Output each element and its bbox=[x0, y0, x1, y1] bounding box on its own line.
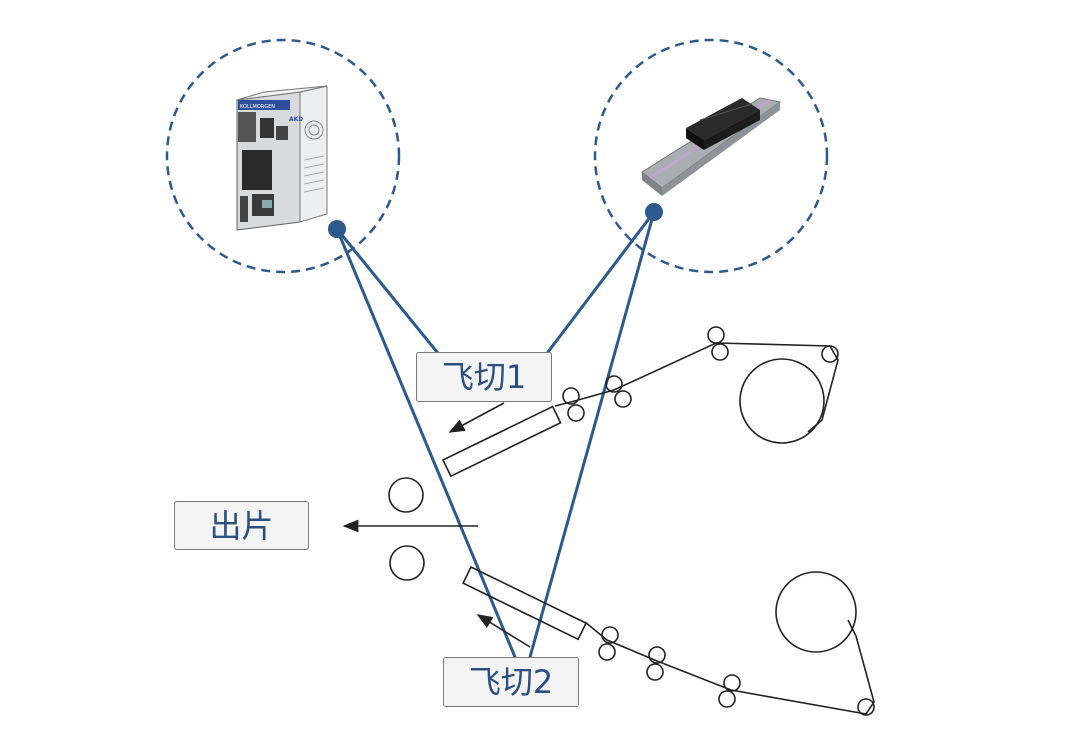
upper-roller bbox=[707, 326, 725, 344]
motor-callout-circle bbox=[593, 38, 829, 274]
upper-roller bbox=[567, 404, 585, 422]
drive-to-cut1-line bbox=[335, 227, 439, 354]
output-roller-top bbox=[388, 477, 424, 513]
flying-cut-2-label: 飞切2 bbox=[443, 657, 579, 707]
machine-line-art bbox=[388, 326, 875, 716]
lower-roller bbox=[723, 674, 741, 692]
upper-blade-arrow bbox=[448, 402, 505, 433]
drive-brand-label: KOLLMORGEN bbox=[240, 104, 275, 110]
upper-roller bbox=[562, 387, 580, 405]
output-roller-bottom bbox=[389, 545, 425, 581]
flying-cut-1-label: 飞切1 bbox=[416, 352, 552, 402]
connector-lines bbox=[335, 210, 656, 659]
drive-callout-circle bbox=[165, 38, 401, 274]
motor-to-cut1-line bbox=[546, 210, 656, 354]
lower-web-path bbox=[584, 619, 875, 715]
upper-cutter-blade bbox=[441, 405, 562, 478]
servo-drive-icon: KOLLMORGEN AKD bbox=[236, 85, 328, 231]
drive-to-cut2-line bbox=[335, 227, 517, 659]
direction-arrows bbox=[342, 402, 531, 648]
upper-roller bbox=[605, 375, 623, 393]
upper-unwind-roll bbox=[739, 358, 825, 444]
output-label: 出片 bbox=[174, 501, 309, 550]
linear-motor-icon bbox=[641, 97, 782, 196]
lower-roller bbox=[646, 663, 664, 681]
motor-to-cut2-line bbox=[528, 210, 656, 659]
lower-roller bbox=[598, 643, 616, 661]
lower-cutter-blade bbox=[462, 565, 588, 641]
upper-roller bbox=[711, 343, 729, 361]
motor-connector-dot bbox=[645, 203, 663, 221]
lower-roller bbox=[648, 646, 666, 664]
lower-blade-arrow bbox=[476, 614, 531, 648]
drive-connector-dot bbox=[328, 220, 346, 238]
upper-roller bbox=[614, 390, 632, 408]
lower-unwind-roll bbox=[775, 571, 857, 653]
lower-roller bbox=[718, 690, 736, 708]
drive-model-label: AKD bbox=[289, 116, 303, 123]
lower-roller bbox=[857, 698, 875, 716]
upper-roller bbox=[821, 345, 839, 363]
upper-web-path bbox=[554, 342, 839, 433]
